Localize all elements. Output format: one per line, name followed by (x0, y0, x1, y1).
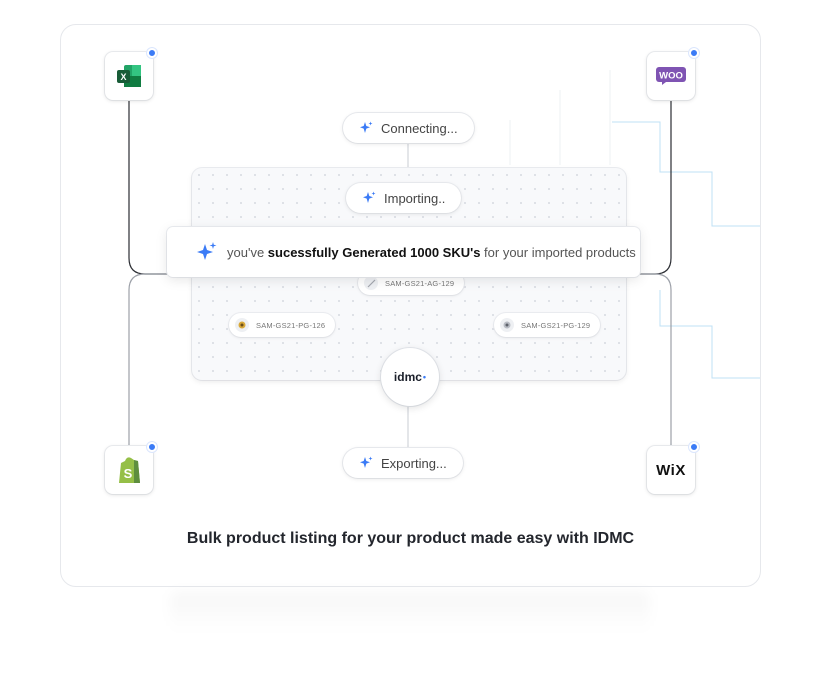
sparkle-icon (360, 121, 373, 133)
hub-dot-icon: • (422, 372, 427, 382)
product-thumb-icon (235, 318, 249, 332)
svg-text:X: X (120, 72, 126, 82)
importing-status-pill: Importing.. (346, 183, 462, 213)
status-dot-icon (689, 48, 699, 58)
hub-logo-text: idmc (393, 370, 422, 384)
woocommerce-icon[interactable]: WOO (647, 48, 699, 100)
banner-highlight: sucessfully Generated 1000 SKU's (267, 244, 481, 260)
banner-prefix: you've (227, 244, 268, 260)
connecting-label: Connecting... (381, 120, 458, 136)
importing-label: Importing.. (384, 190, 446, 206)
success-banner: you've sucessfully Generated 1000 SKU's … (167, 227, 640, 277)
exporting-label: Exporting... (381, 455, 447, 471)
shopify-icon[interactable]: S (105, 442, 157, 494)
sparkle-icon (197, 242, 217, 260)
status-dot-icon (147, 442, 157, 452)
sparkle-icon (363, 191, 376, 203)
pencil-icon (364, 276, 378, 290)
status-dot-icon (147, 48, 157, 58)
diagram-caption: Bulk product listing for your product ma… (186, 530, 635, 547)
banner-message: you've sucessfully Generated 1000 SKU's … (227, 245, 636, 260)
connecting-status-pill: Connecting... (343, 113, 474, 143)
svg-text:WOO: WOO (659, 71, 683, 82)
excel-logo-icon: X (117, 65, 141, 87)
sku-label: SAM-GS21-PG-129 (521, 320, 591, 330)
svg-text:S: S (124, 466, 133, 481)
sparkle-icon (360, 456, 373, 468)
wix-logo-text: WiX (656, 461, 686, 479)
sku-label: SAM-GS21-PG-126 (256, 320, 326, 330)
status-dot-icon (689, 442, 699, 452)
excel-icon[interactable]: X (105, 48, 157, 100)
sku-chip: SAM-GS21-PG-126 (229, 313, 336, 337)
shopify-logo-icon: S (119, 457, 140, 483)
wix-icon[interactable]: WiX (647, 442, 699, 494)
sku-label: SAM-GS21-AG-129 (385, 278, 455, 288)
exporting-status-pill: Exporting... (343, 448, 463, 478)
woo-logo-icon: WOO (656, 67, 686, 85)
sku-chip: SAM-GS21-PG-129 (494, 313, 601, 337)
product-thumb-icon (500, 318, 514, 332)
banner-suffix: for your imported products (480, 244, 636, 260)
idmc-hub[interactable]: idmc• (381, 348, 439, 406)
card-reflection (170, 592, 650, 632)
